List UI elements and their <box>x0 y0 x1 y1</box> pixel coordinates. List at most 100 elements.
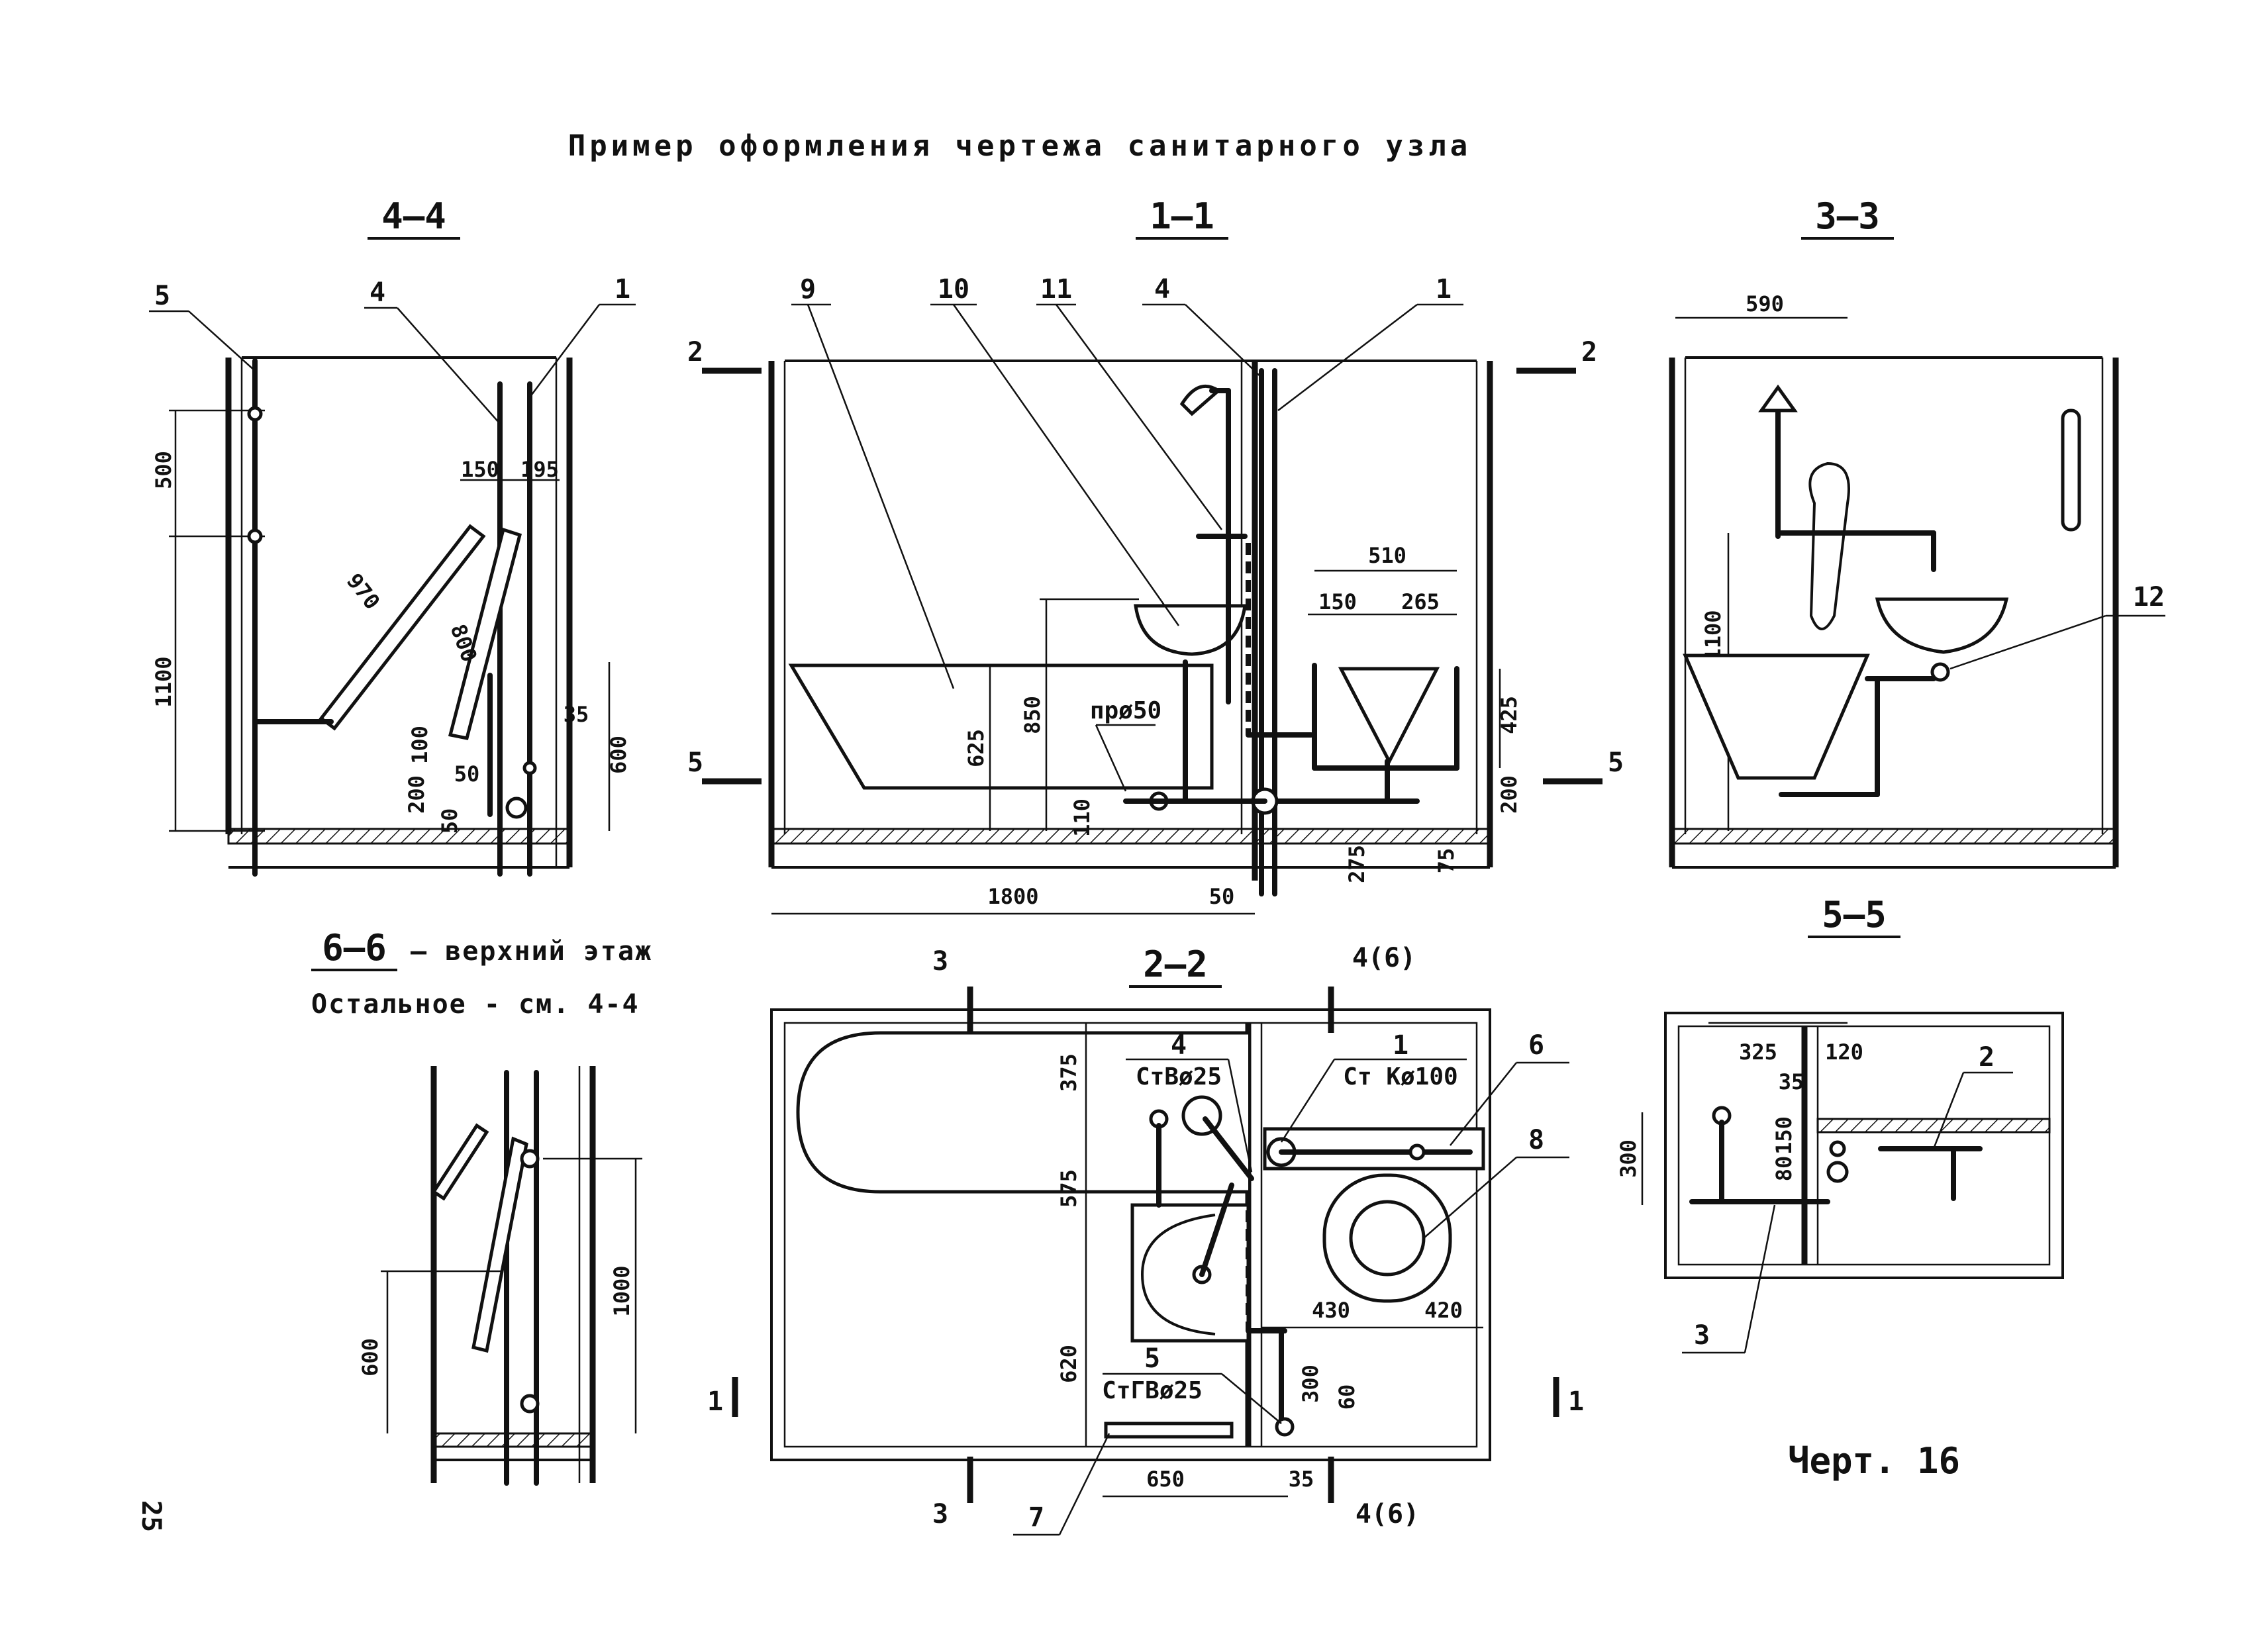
callout-4-plan-label: СтВø25 <box>1136 1063 1222 1090</box>
towel-rail <box>2061 409 2081 532</box>
section-3-3-label: 3–3 <box>1815 195 1880 237</box>
dim-1100: 1100 <box>151 656 176 707</box>
callout-7: 7 <box>1028 1502 1044 1533</box>
washbasin <box>1134 604 1247 656</box>
section-4-4: 4–4 500 1100 150 195 970 <box>149 195 636 877</box>
cut-3-top: 3 <box>932 946 948 977</box>
callout-12: 12 <box>2133 582 2165 612</box>
bathtub-plan <box>796 1031 1248 1194</box>
floor-slab-1-1 <box>770 828 1491 845</box>
cut-2-left: 2 <box>687 337 703 367</box>
callout-1-plan: 1 <box>1393 1030 1408 1061</box>
washbasin-3-3 <box>1875 597 2009 654</box>
dim-50b: 50 <box>437 808 462 834</box>
dim-500: 500 <box>151 451 176 489</box>
callout-5-plan-label: СтГВø25 <box>1102 1377 1203 1404</box>
dim-150-5: 150 <box>1771 1116 1797 1155</box>
dim-200: 200 <box>404 775 429 814</box>
callout-6: 6 <box>1528 1030 1544 1061</box>
dim-80: 80 <box>1771 1156 1797 1182</box>
section-2-2-label: 2–2 <box>1143 943 1208 985</box>
dim-300-2: 300 <box>1298 1365 1323 1403</box>
bathtub-section <box>1683 653 1870 780</box>
dim-60: 60 <box>1334 1384 1359 1410</box>
dim-1000-6: 1000 <box>609 1265 634 1316</box>
callout-5: 5 <box>154 281 170 311</box>
floor-slab-3-3 <box>1671 828 2117 845</box>
section-6-6-label: 6–6 <box>322 927 387 969</box>
dim-430: 430 <box>1312 1298 1350 1323</box>
dim-620: 620 <box>1056 1345 1081 1383</box>
dim-300-5: 300 <box>1616 1139 1641 1178</box>
cut-46-bottom: 4(6) <box>1356 1499 1419 1529</box>
cut-5-right: 5 <box>1608 748 1624 778</box>
dim-590: 590 <box>1746 291 1784 316</box>
callout-8: 8 <box>1528 1125 1544 1155</box>
callout-4-plan: 4 <box>1171 1030 1187 1061</box>
dim-600-6: 600 <box>358 1338 383 1376</box>
tilted-panel <box>448 527 522 740</box>
section-2-2: 2–2 3 4(6) 3 4(6) 1 1 <box>707 943 1584 1536</box>
dim-420: 420 <box>1424 1298 1463 1323</box>
section-5-5-label: 5–5 <box>1822 894 1887 936</box>
dim-35-5: 35 <box>1779 1069 1804 1094</box>
dim-275: 275 <box>1344 845 1369 883</box>
floor-slab-6-6 <box>432 1432 594 1448</box>
callout-5-plan: 5 <box>1144 1343 1160 1374</box>
section-3-3: 3–3 590 1100 12 <box>1669 195 2165 869</box>
drawing-title: Пример оформления чертежа санитарного уз… <box>568 129 1472 163</box>
dim-35-2: 35 <box>1289 1467 1314 1492</box>
section-6-6-note2: Остальное - см. 4-4 <box>311 989 640 1020</box>
callout-4-1: 4 <box>1154 274 1170 305</box>
bathtub <box>788 663 1214 790</box>
dim-425: 425 <box>1497 696 1522 734</box>
dim-970: 970 <box>342 569 385 614</box>
section-6-6: 6–6 – верхний этаж Остальное - см. 4-4 6… <box>311 927 652 1486</box>
dim-110: 110 <box>1069 798 1095 837</box>
callout-1: 1 <box>615 274 630 305</box>
dim-850: 850 <box>1020 696 1045 734</box>
dim-200-1: 200 <box>1497 775 1522 814</box>
dim-510: 510 <box>1368 543 1406 568</box>
tilted-mirror <box>319 524 486 731</box>
label-drain-50: прø50 <box>1090 697 1161 724</box>
callout-2-5: 2 <box>1979 1042 1995 1073</box>
dim-375: 375 <box>1056 1053 1081 1092</box>
dim-575: 575 <box>1056 1169 1081 1208</box>
dim-1800: 1800 <box>987 884 1038 909</box>
floor-slab <box>227 828 571 845</box>
page-number: 25 <box>136 1500 166 1532</box>
cut-46-top: 4(6) <box>1352 943 1416 973</box>
section-1-1-label: 1–1 <box>1150 195 1214 237</box>
cut-2-right: 2 <box>1581 337 1597 367</box>
callout-1-1: 1 <box>1436 274 1452 305</box>
cut-3-bottom: 3 <box>932 1499 948 1529</box>
dim-195: 195 <box>520 457 559 482</box>
cut-1-right: 1 <box>1568 1386 1584 1417</box>
section-4-4-label: 4–4 <box>381 195 446 237</box>
callout-10: 10 <box>938 274 969 305</box>
cut-5-left: 5 <box>687 748 703 778</box>
dim-120: 120 <box>1825 1039 1863 1065</box>
callout-4: 4 <box>370 277 385 308</box>
dim-600: 600 <box>606 736 631 774</box>
washbasin-plan <box>1130 1203 1250 1343</box>
cut-1-left: 1 <box>707 1386 723 1417</box>
callout-9: 9 <box>800 274 816 305</box>
dim-75: 75 <box>1434 848 1459 874</box>
dim-650: 650 <box>1146 1467 1185 1492</box>
callout-1-plan-label: Ст Kø100 <box>1343 1063 1457 1090</box>
dim-100: 100 <box>407 726 432 764</box>
dim-625: 625 <box>963 729 989 767</box>
dim-1100-3: 1100 <box>1701 610 1726 661</box>
dim-265: 265 <box>1401 589 1440 614</box>
section-6-6-note: – верхний этаж <box>411 936 652 967</box>
dim-325: 325 <box>1739 1039 1777 1065</box>
wc-cistern <box>1338 667 1440 765</box>
callout-3-5: 3 <box>1694 1320 1710 1351</box>
sheet-note: Черт. 16 <box>1788 1440 1960 1482</box>
floor-drain-plan <box>1104 1422 1234 1439</box>
dim-50-1: 50 <box>1209 884 1235 909</box>
dim-150: 150 <box>461 457 499 482</box>
